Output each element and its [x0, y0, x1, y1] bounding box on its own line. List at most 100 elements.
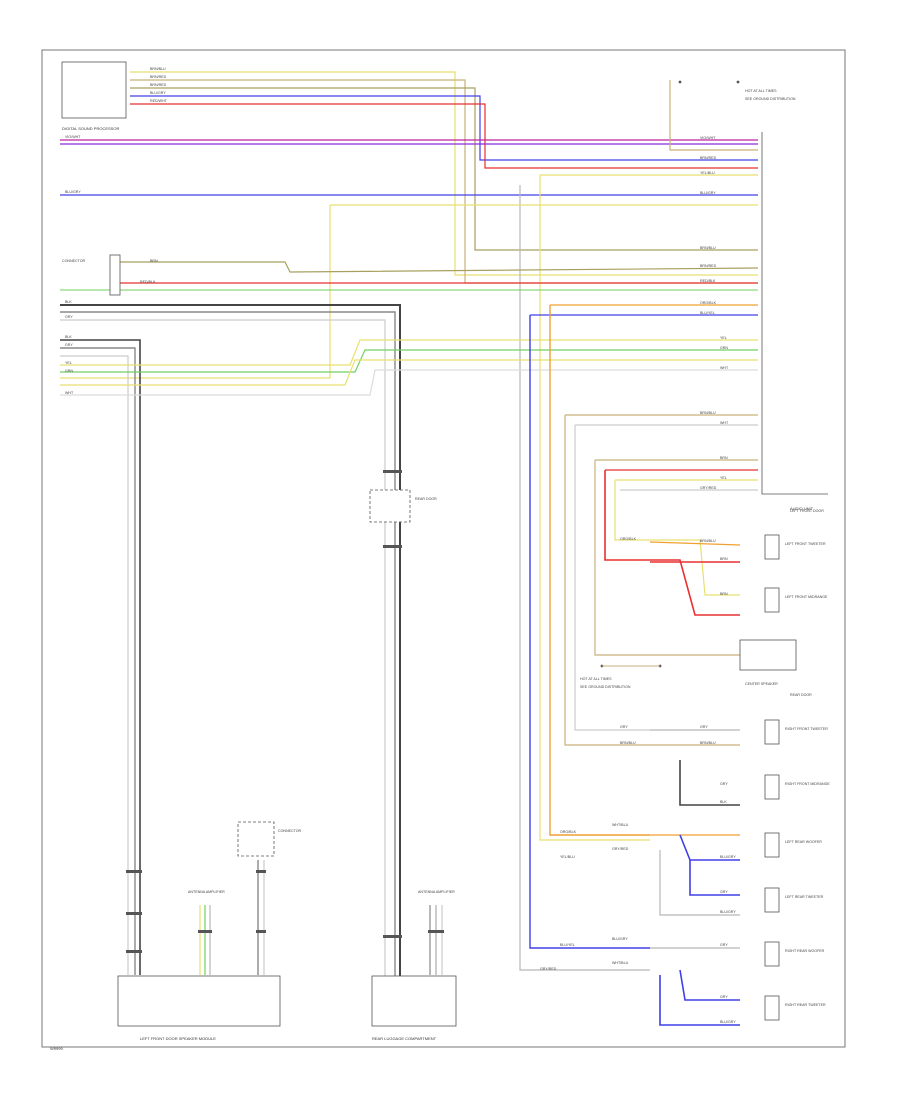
wire-white-trunk	[60, 319, 386, 1000]
spk-box-1	[764, 534, 780, 560]
wl-r1: VIO/WHT	[700, 136, 716, 140]
wl-s23: WHT/BLU	[612, 961, 629, 965]
spk-box-6	[764, 887, 780, 913]
wire-blue-1	[130, 95, 758, 161]
wl-6: VIO/WHT	[65, 135, 81, 139]
speaker-rr-tweeter: RIGHT REAR TWEETER	[764, 995, 826, 1021]
wl-1: BRN/BLU	[150, 67, 166, 71]
wl-s9: BRN/BLU	[620, 741, 636, 745]
wire-blue-spk3	[689, 860, 740, 896]
wire-blue-spk5	[659, 975, 740, 1026]
wl-2: BRN/RED	[150, 75, 167, 79]
wl-s15: YEL/BLU	[560, 855, 575, 859]
wl-r8: ORG/BLK	[700, 301, 717, 305]
wl-s5: BRN	[720, 592, 728, 596]
wire-green-2	[60, 349, 758, 373]
wl-14: YEL	[65, 361, 72, 365]
component-splice-left: CONNECTOR	[62, 254, 121, 296]
wire-white-left	[60, 355, 129, 975]
wl-r18: GRY/RED	[700, 486, 717, 490]
wl-7: BLU/GRY	[65, 190, 81, 194]
component-fuse-top: HOT AT ALL TIMES SEE GROUND DISTRIBUTION	[678, 80, 796, 101]
wl-12: BLK	[65, 335, 72, 339]
wl-r4: BLU/GRY	[700, 191, 716, 195]
connector-marks	[126, 470, 444, 953]
wl-s7: GRY	[620, 725, 628, 729]
wire-black-spk	[679, 760, 740, 806]
rear-door-label-2: REAR DOOR	[790, 693, 812, 697]
wire-red-down	[604, 470, 740, 616]
antenna-amp-label-2: ANTENNA AMPLIFIER	[418, 890, 455, 894]
wl-s26: BLU/GRY	[720, 1020, 736, 1024]
wl-r15: BRN	[720, 456, 728, 460]
wl-r3: YEL/BLU	[700, 171, 715, 175]
wire-yellow-down	[539, 175, 650, 841]
speaker-rr-woofer: RIGHT REAR WOOFER	[764, 941, 825, 967]
spk-label-5: LEFT REAR WOOFER	[785, 840, 822, 844]
wire-gray-spk3	[659, 850, 740, 916]
spk-label-1: LEFT FRONT TWEETER	[785, 542, 826, 546]
component-left-front-module: LEFT FRONT DOOR SPEAKER MODULE	[117, 975, 281, 1041]
wl-8: BRN	[150, 259, 158, 263]
speaker-center: CENTER SPEAKER	[739, 639, 797, 686]
wl-r17: YEL	[720, 476, 727, 480]
spk-box-4	[764, 774, 780, 800]
speaker-lf-tweeter: LEFT FRONT TWEETER	[764, 534, 826, 560]
rear-door-label: REAR DOOR	[415, 497, 437, 501]
spk-box-3	[764, 719, 780, 745]
splice-box	[109, 254, 121, 296]
left-front-door-label: LEFT FRONT DOOR	[790, 509, 824, 513]
wl-r6: BRN/RED	[700, 264, 717, 268]
wire-yellow-5	[60, 359, 758, 386]
spk-label-8: RIGHT REAR TWEETER	[785, 1003, 826, 1007]
wire-white-5	[60, 369, 758, 396]
wl-s19: BLU/GRY	[720, 910, 736, 914]
wl-r14: WHT	[720, 421, 729, 425]
rear-luggage-box	[371, 975, 457, 1027]
component-connector-bottom: CONNECTOR	[237, 821, 301, 857]
speaker-lf-midrange: LEFT FRONT MIDRANGE	[764, 587, 828, 613]
wire-yellow-down-2	[614, 480, 740, 596]
spk-box-5	[764, 832, 780, 858]
spk-box-8	[764, 995, 780, 1021]
spk-label-4: RIGHT FRONT MIDRANGE	[785, 782, 830, 786]
wl-s4: BRN	[720, 557, 728, 561]
wl-4: BLU/GRY	[150, 91, 166, 95]
wl-s14: WHT/BLU	[612, 823, 629, 827]
center-label: CENTER SPEAKER	[745, 682, 778, 686]
spk-box-7	[764, 941, 780, 967]
hot-label-mid: HOT AT ALL TIMES	[580, 677, 612, 681]
wl-s24: GRY	[720, 943, 728, 947]
wire-white-down	[574, 425, 650, 731]
rear-door-box	[369, 489, 411, 523]
component-dsc: DIGITAL SOUND PROCESSOR	[61, 61, 127, 131]
see-label-mid: SEE GROUND DISTRIBUTION	[580, 685, 631, 689]
spk-label-3: RIGHT FRONT TWEETER	[785, 727, 828, 731]
component-fuse-mid: HOT AT ALL TIMES SEE GROUND DISTRIBUTION	[580, 664, 662, 689]
hot-label-top: HOT AT ALL TIMES	[745, 89, 777, 93]
wire-olive-1	[130, 87, 758, 251]
wl-15: GRN	[65, 369, 73, 373]
wire-yellow-4	[60, 339, 758, 366]
audio-unit-label: AUDIO UNIT	[790, 506, 814, 511]
spk-label-2: LEFT FRONT MIDRANGE	[785, 595, 828, 599]
wl-r10: YEL	[720, 336, 727, 340]
speaker-lr-woofer: LEFT REAR WOOFER	[764, 832, 822, 858]
wire-tan-fuse	[669, 80, 758, 151]
wl-r5: BRN/BLU	[700, 246, 716, 250]
wl-r9: BLU/YEL	[700, 311, 715, 315]
wl-s8: GRY	[700, 725, 708, 729]
speaker-lr-tweeter: LEFT REAR TWEETER	[764, 887, 824, 913]
wl-s22: GRY/RED	[540, 967, 557, 971]
wire-orange-spk1	[649, 541, 741, 546]
wl-s12: BLK	[720, 800, 727, 804]
wl-11: GRY	[65, 315, 73, 319]
rear-luggage-label: REAR LUGGAGE COMPARTMENT	[372, 1036, 437, 1041]
antenna-amp-label: ANTENNA AMPLIFIER	[188, 890, 225, 894]
wl-s25: GRY	[720, 995, 728, 999]
wl-9: RED/BLK	[140, 280, 156, 284]
audio-unit-outline	[761, 132, 828, 495]
wl-s21: BLU/GRY	[612, 937, 628, 941]
wire-yellow-left	[60, 205, 331, 379]
diagram-frame	[41, 49, 846, 1048]
